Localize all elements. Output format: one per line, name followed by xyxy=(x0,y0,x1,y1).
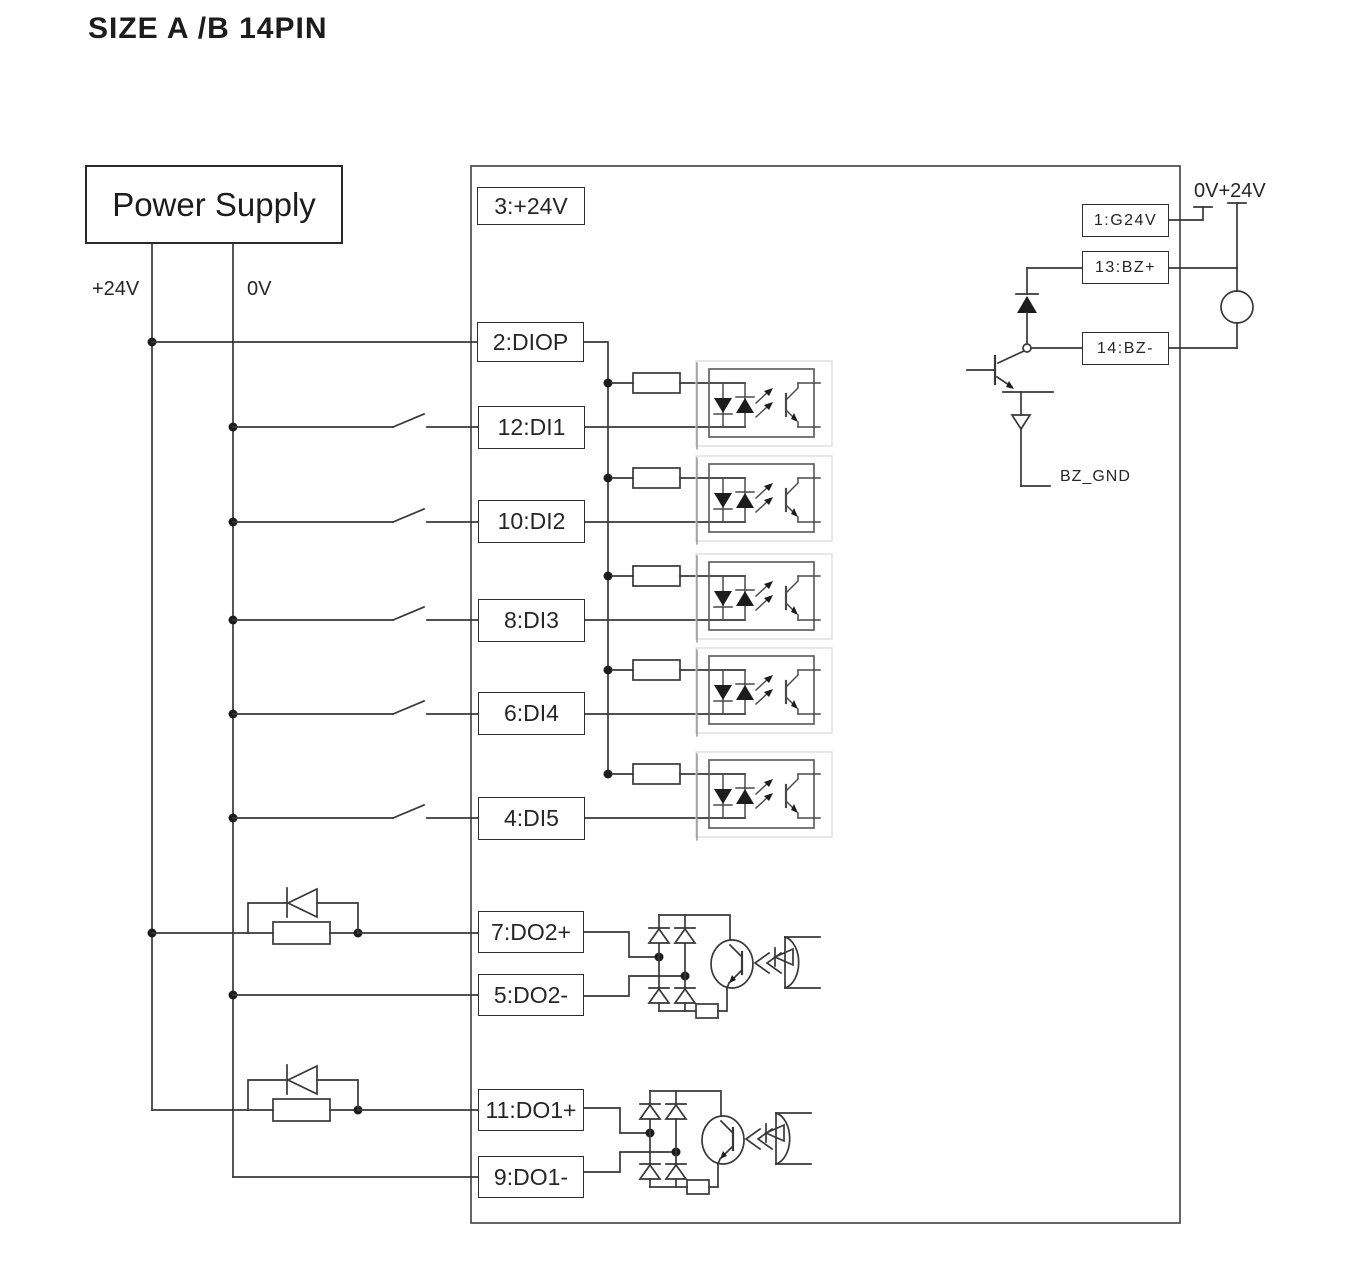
power-supply-box: Power Supply xyxy=(85,165,343,244)
load-do2 xyxy=(151,887,479,945)
optocoupler-di3 xyxy=(581,552,834,644)
switch-di4 xyxy=(227,700,479,720)
switch-di5 xyxy=(227,804,479,824)
pin-box-14-bzn: 14:BZ- xyxy=(1082,332,1169,365)
optocoupler-di5 xyxy=(581,750,834,842)
pin-box-5-do2n: 5:DO2- xyxy=(478,974,584,1016)
plus24v-label: +24V xyxy=(92,278,140,300)
load-do1 xyxy=(151,1064,479,1122)
pin-box-11-do1p: 11:DO1+ xyxy=(478,1089,584,1131)
switch-di1 xyxy=(227,413,479,433)
buzzer-circuit xyxy=(966,202,1254,487)
pin-box-8-di3: 8:DI3 xyxy=(478,599,585,642)
pin-box-4-di5: 4:DI5 xyxy=(478,797,585,840)
flyback-diode-icon xyxy=(1017,296,1037,313)
diop-bus xyxy=(583,341,609,776)
page-title: SIZE A /B 14PIN xyxy=(88,12,328,45)
pin-box-13-bzp: 13:BZ+ xyxy=(1082,251,1169,284)
output-stage-do1 xyxy=(570,1091,811,1194)
optocoupler-di1 xyxy=(581,359,834,451)
pin-box-6-di4: 6:DI4 xyxy=(478,692,585,735)
pin-box-7-do2p: 7:DO2+ xyxy=(478,911,584,953)
pin-box-12-di1: 12:DI1 xyxy=(478,406,585,449)
rail-0v-24v-label: 0V+24V xyxy=(1194,180,1266,202)
optocoupler-di2 xyxy=(581,454,834,546)
switch-di3 xyxy=(227,606,479,626)
pin-box-9-do1n: 9:DO1- xyxy=(478,1156,584,1198)
optocoupler-di4 xyxy=(581,646,834,738)
switch-di2 xyxy=(227,508,479,528)
zerov-label: 0V xyxy=(247,278,272,300)
buzzer-icon xyxy=(1220,290,1254,324)
bz-gnd-label: BZ_GND xyxy=(1060,468,1131,485)
output-stage-do2 xyxy=(579,915,820,1018)
connector-outline-box xyxy=(470,165,1181,1224)
pin-box-3-plus24v: 3:+24V xyxy=(477,187,585,225)
pin-box-2-diop: 2:DIOP xyxy=(477,322,584,362)
pin-box-1-g24v: 1:G24V xyxy=(1082,204,1169,237)
power-rails xyxy=(147,243,479,1178)
pin-box-10-di2: 10:DI2 xyxy=(478,500,585,543)
